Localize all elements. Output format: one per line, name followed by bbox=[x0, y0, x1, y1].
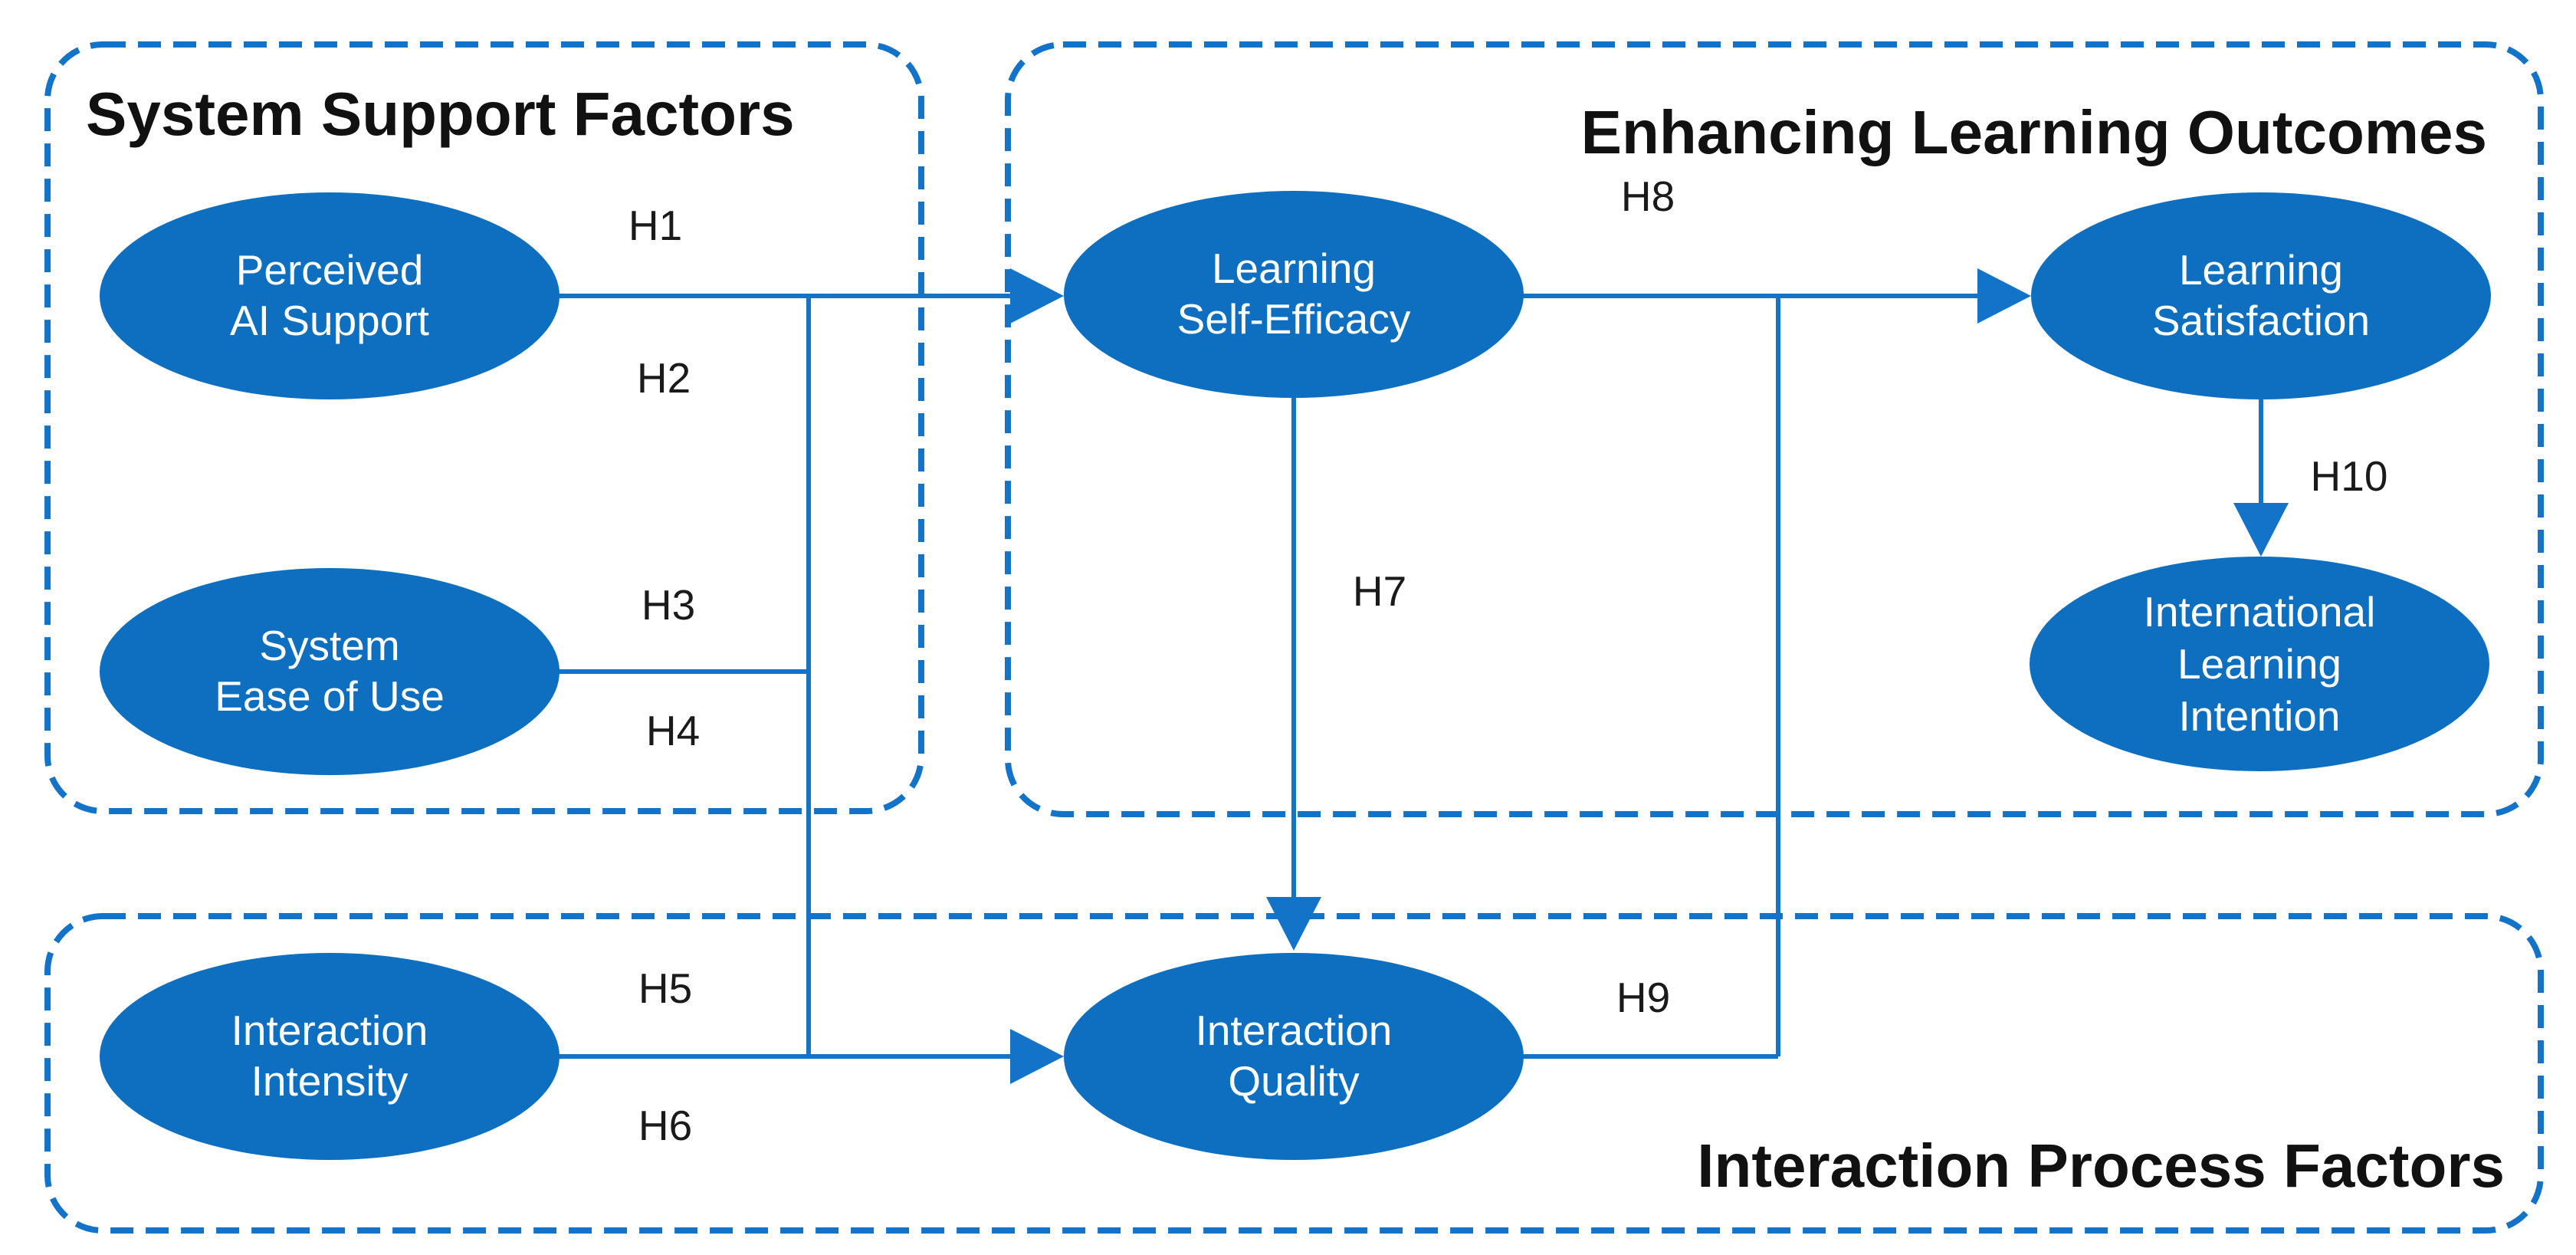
node-label-line: Learning bbox=[2179, 246, 2343, 294]
label-h8: H8 bbox=[1621, 172, 1675, 220]
box-interaction-process-factors bbox=[44, 913, 2544, 1234]
label-h4: H4 bbox=[646, 707, 700, 754]
label-h3: H3 bbox=[642, 581, 695, 629]
label-h5: H5 bbox=[638, 964, 692, 1012]
node-label-line: Intensity bbox=[251, 1057, 409, 1105]
node-label-line: Learning bbox=[2177, 640, 2341, 688]
node-label-line: Self-Efficacy bbox=[1177, 295, 1411, 343]
label-h9: H9 bbox=[1616, 974, 1670, 1021]
title-enhancing-learning-outcomes: Enhancing Learning Outcomes bbox=[1581, 98, 2487, 166]
node-perceived-ai-support: Perceived AI Support bbox=[100, 192, 560, 399]
node-learning-self-efficacy: Learning Self-Efficacy bbox=[1064, 191, 1524, 398]
ellipse-international-learning-intention bbox=[2030, 557, 2489, 771]
title-interaction-process-factors: Interaction Process Factors bbox=[1697, 1132, 2505, 1200]
node-label-line: International bbox=[2144, 588, 2376, 636]
node-label-line: Intention bbox=[2178, 692, 2340, 740]
box-enhancing-learning-outcomes bbox=[1005, 41, 2544, 817]
label-h6: H6 bbox=[638, 1102, 692, 1149]
arrowhead-into-learning-self-efficacy bbox=[1010, 268, 1064, 324]
label-h2: H2 bbox=[637, 354, 691, 402]
node-international-learning-intention: International Learning Intention bbox=[2030, 557, 2489, 771]
ellipse-perceived-ai-support bbox=[100, 192, 560, 399]
label-h7: H7 bbox=[1353, 567, 1406, 615]
ellipse-learning-self-efficacy bbox=[1064, 191, 1524, 398]
node-label-line: Learning bbox=[1212, 245, 1376, 292]
arrowhead-into-learning-satisfaction bbox=[1977, 268, 2031, 324]
node-label-line: Satisfaction bbox=[2152, 297, 2370, 344]
box-system-support-factors bbox=[44, 41, 924, 814]
arrowhead-into-interaction-quality-top bbox=[1266, 897, 1321, 951]
label-h10: H10 bbox=[2311, 452, 2388, 500]
node-label-line: System bbox=[259, 622, 399, 669]
node-label-line: Interaction bbox=[1196, 1007, 1393, 1054]
node-label-line: Interaction bbox=[231, 1007, 428, 1054]
arrowhead-into-international-learning-intention bbox=[2233, 503, 2289, 557]
node-label-line: Perceived bbox=[236, 246, 424, 294]
node-label-line: Ease of Use bbox=[215, 672, 445, 720]
node-interaction-quality: Interaction Quality bbox=[1064, 953, 1524, 1160]
ellipse-interaction-quality bbox=[1064, 953, 1524, 1160]
node-label-line: Quality bbox=[1228, 1057, 1360, 1105]
node-learning-satisfaction: Learning Satisfaction bbox=[2031, 192, 2491, 399]
node-system-ease-of-use: System Ease of Use bbox=[100, 568, 560, 775]
arrowhead-into-interaction-quality-left bbox=[1010, 1029, 1064, 1084]
node-interaction-intensity: Interaction Intensity bbox=[100, 953, 560, 1160]
ellipse-interaction-intensity bbox=[100, 953, 560, 1160]
node-label-line: AI Support bbox=[230, 297, 429, 344]
ellipse-learning-satisfaction bbox=[2031, 192, 2491, 399]
label-h1: H1 bbox=[628, 202, 682, 249]
title-system-support-factors: System Support Factors bbox=[86, 80, 795, 148]
ellipse-system-ease-of-use bbox=[100, 568, 560, 775]
